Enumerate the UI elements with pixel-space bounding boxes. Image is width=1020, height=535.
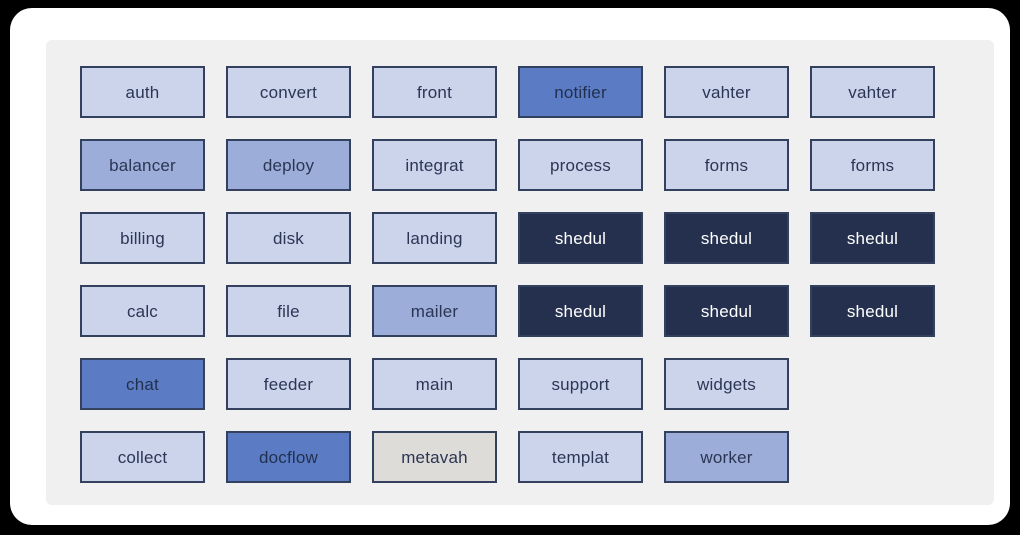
service-node-label: feeder (263, 374, 314, 394)
service-node-label: front (416, 82, 453, 102)
service-node-metavah[interactable]: metavah (372, 431, 497, 483)
service-node-label: balancer (109, 155, 176, 175)
service-node-label: auth (125, 82, 160, 102)
service-node-label: widgets (696, 374, 757, 394)
service-node-label: deploy (262, 155, 315, 175)
service-node-label: mailer (410, 301, 459, 321)
service-node-shedul[interactable]: shedul (810, 212, 935, 264)
service-node-front[interactable]: front (372, 66, 497, 118)
service-node-shedul[interactable]: shedul (664, 212, 789, 264)
service-node-main[interactable]: main (372, 358, 497, 410)
service-node-forms[interactable]: forms (664, 139, 789, 191)
service-node-chat[interactable]: chat (80, 358, 205, 410)
service-node-label: worker (700, 447, 753, 467)
service-node-worker[interactable]: worker (664, 431, 789, 483)
service-node-label: templat (551, 447, 610, 467)
service-node-auth[interactable]: auth (80, 66, 205, 118)
service-node-process[interactable]: process (518, 139, 643, 191)
service-node-label: calc (126, 301, 159, 321)
service-node-vahter[interactable]: vahter (810, 66, 935, 118)
service-node-label: disk (272, 228, 305, 248)
service-node-label: shedul (700, 228, 753, 248)
service-node-calc[interactable]: calc (80, 285, 205, 337)
service-node-vahter[interactable]: vahter (664, 66, 789, 118)
service-node-widgets[interactable]: widgets (664, 358, 789, 410)
service-node-grid: auth convert front notifier vahter vahter bala… (80, 66, 970, 483)
service-node-balancer[interactable]: balancer (80, 139, 205, 191)
service-node-label: vahter (848, 82, 897, 102)
service-node-collect[interactable]: collect (80, 431, 205, 483)
service-node-file[interactable]: file (226, 285, 351, 337)
service-node-forms[interactable]: forms (810, 139, 935, 191)
service-node-label: support (551, 374, 610, 394)
service-node-shedul[interactable]: shedul (810, 285, 935, 337)
service-node-shedul[interactable]: shedul (518, 212, 643, 264)
service-node-mailer[interactable]: mailer (372, 285, 497, 337)
service-node-billing[interactable]: billing (80, 212, 205, 264)
service-node-label: vahter (702, 82, 751, 102)
service-node-label: process (550, 155, 611, 175)
service-node-label: shedul (700, 301, 753, 321)
service-node-support[interactable]: support (518, 358, 643, 410)
service-node-label: metavah (401, 447, 468, 467)
service-node-label: main (415, 374, 454, 394)
service-node-feeder[interactable]: feeder (226, 358, 351, 410)
service-node-label: forms (704, 155, 749, 175)
service-node-label: collect (117, 447, 168, 467)
window-card: auth convert front notifier vahter vahter bala… (10, 8, 1010, 525)
service-node-label: integrat (405, 155, 464, 175)
service-node-label: chat (126, 374, 159, 394)
service-node-label: notifier (554, 82, 607, 102)
service-node-label: convert (259, 82, 318, 102)
service-node-label: landing (406, 228, 463, 248)
service-node-label: file (277, 301, 300, 321)
service-node-docflow[interactable]: docflow (226, 431, 351, 483)
service-node-integrat[interactable]: integrat (372, 139, 497, 191)
service-node-label: shedul (554, 301, 607, 321)
service-node-templat[interactable]: templat (518, 431, 643, 483)
service-node-disk[interactable]: disk (226, 212, 351, 264)
service-node-deploy[interactable]: deploy (226, 139, 351, 191)
service-node-label: docflow (258, 447, 319, 467)
service-node-landing[interactable]: landing (372, 212, 497, 264)
service-node-shedul[interactable]: shedul (664, 285, 789, 337)
service-node-label: shedul (846, 228, 899, 248)
service-node-label: billing (120, 228, 165, 248)
content-panel: auth convert front notifier vahter vahter bala… (46, 40, 994, 505)
service-node-shedul[interactable]: shedul (518, 285, 643, 337)
service-node-notifier[interactable]: notifier (518, 66, 643, 118)
service-node-label: forms (850, 155, 895, 175)
service-node-convert[interactable]: convert (226, 66, 351, 118)
service-node-label: shedul (554, 228, 607, 248)
service-node-label: shedul (846, 301, 899, 321)
